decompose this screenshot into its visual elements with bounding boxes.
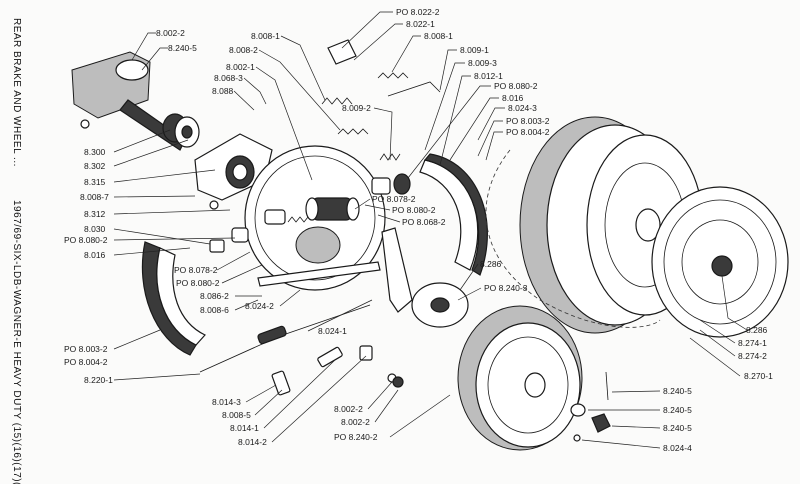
callout-8-012-1: 8.012-1 [474, 71, 503, 81]
callout-8-009-2: 8.009-2 [342, 103, 371, 113]
callout-po-8-080-2-upper: PO 8.080-2 [494, 81, 538, 91]
brake-shoe-left [141, 241, 206, 356]
callout-8-009-3: 8.009-3 [468, 58, 497, 68]
callout-8-024-4: 8.024-4 [663, 443, 692, 453]
callout-8-024-1: 8.024-1 [318, 326, 347, 336]
callout-po-8-022-2: PO 8.022-2 [396, 7, 440, 17]
adjuster-clip [327, 39, 441, 97]
wheel-hub [411, 282, 469, 328]
callout-8-008-1: 8.008-1 [424, 31, 453, 41]
adjuster-lever [257, 227, 413, 313]
brake-drum-large [519, 116, 704, 334]
hubcap [651, 186, 789, 338]
return-springs [287, 72, 409, 223]
callout-8-014-2: 8.014-2 [238, 437, 267, 447]
bearing-assembly [162, 113, 200, 148]
callout-8-220-1: 8.220-1 [84, 375, 113, 385]
brake-drum-small [457, 305, 583, 451]
callout-8-008-5: 8.008-5 [222, 410, 251, 420]
callout-8-016-left: 8.016 [84, 250, 106, 260]
callout-8-008-6: 8.008-6 [200, 305, 229, 315]
callout-po-8-068-2: PO 8.068-2 [402, 217, 446, 227]
callout-po-8-240-2: PO 8.240-2 [334, 432, 378, 442]
callout-8-286-cap: 8.286 [746, 325, 768, 335]
callout-8-068-3: 8.068-3 [214, 73, 243, 83]
callout-8-088: 8.088 [212, 86, 234, 96]
callout-8-240-5-b: 8.240-5 [663, 405, 692, 415]
callout-8-086-2: 8.086-2 [200, 291, 229, 301]
callout-po-8-003-2-upper: PO 8.003-2 [506, 116, 550, 126]
small-hardware [209, 200, 404, 396]
callout-8-240-5-c: 8.240-5 [663, 423, 692, 433]
callout-8-240-5-a: 8.240-5 [663, 386, 692, 396]
callout-8-014-1: 8.014-1 [230, 423, 259, 433]
callout-po-8-003-2-left: PO 8.003-2 [64, 344, 108, 354]
side-title-left: REAR BRAKE AND WHEEL ... [11, 18, 22, 167]
callout-8-240-5-top: 8.240-5 [168, 43, 197, 53]
callout-8-274-2: 8.274-2 [738, 351, 767, 361]
callout-8-002-2-bottom-a: 8.002-2 [334, 404, 363, 414]
callout-8-022-1: 8.022-1 [406, 19, 435, 29]
brake-shoe-right [419, 153, 488, 276]
callout-8-024-2: 8.024-2 [245, 301, 274, 311]
callout-8-008-7: 8.008-7 [80, 192, 109, 202]
callout-po-8-240-3: PO 8.240-3 [484, 283, 528, 293]
side-title-right: 1967/69-SIX-LDB-WAGNER-E HEAVY DUTY (15)… [11, 200, 22, 484]
callout-labels: 8.002-2 8.240-5 8.300 8.302 8.315 8.008-… [64, 7, 773, 453]
callout-8-302: 8.302 [84, 161, 106, 171]
callout-8-312: 8.312 [84, 209, 106, 219]
callout-8-270-1: 8.270-1 [744, 371, 773, 381]
callout-8-002-2-top: 8.002-2 [156, 28, 185, 38]
callout-8-286-hub: 8.286 [480, 259, 502, 269]
callout-8-002-1: 8.002-1 [226, 62, 255, 72]
callout-8-002-2-bottom-b: 8.002-2 [341, 417, 370, 427]
callout-8-030: 8.030 [84, 224, 106, 234]
callout-8-009-1: 8.009-1 [460, 45, 489, 55]
wheel-cylinder [264, 173, 411, 225]
assembly-path [485, 149, 661, 328]
callout-po-8-004-2-left: PO 8.004-2 [64, 357, 108, 367]
parking-brake-cable [199, 304, 371, 373]
callout-8-014-3: 8.014-3 [212, 397, 241, 407]
callout-po-8-080-2-left: PO 8.080-2 [64, 235, 108, 245]
callout-8-008-2: 8.008-2 [229, 45, 258, 55]
callout-8-274-1: 8.274-1 [738, 338, 767, 348]
callout-po-8-078-2-low: PO 8.078-2 [174, 265, 218, 275]
callout-po-8-004-2-upper: PO 8.004-2 [506, 127, 550, 137]
callout-8-016-upper: 8.016 [502, 93, 524, 103]
callout-8-300: 8.300 [84, 147, 106, 157]
callout-8-024-3: 8.024-3 [508, 103, 537, 113]
leader-lines [113, 11, 748, 449]
callout-po-8-078-2-mid: PO 8.078-2 [372, 194, 416, 204]
callout-po-8-080-2-mid: PO 8.080-2 [392, 205, 436, 215]
callout-8-315: 8.315 [84, 177, 106, 187]
callout-8-008-1-left: 8.008-1 [251, 31, 280, 41]
lug-hardware [570, 371, 611, 442]
callout-po-8-080-2-low: PO 8.080-2 [176, 278, 220, 288]
